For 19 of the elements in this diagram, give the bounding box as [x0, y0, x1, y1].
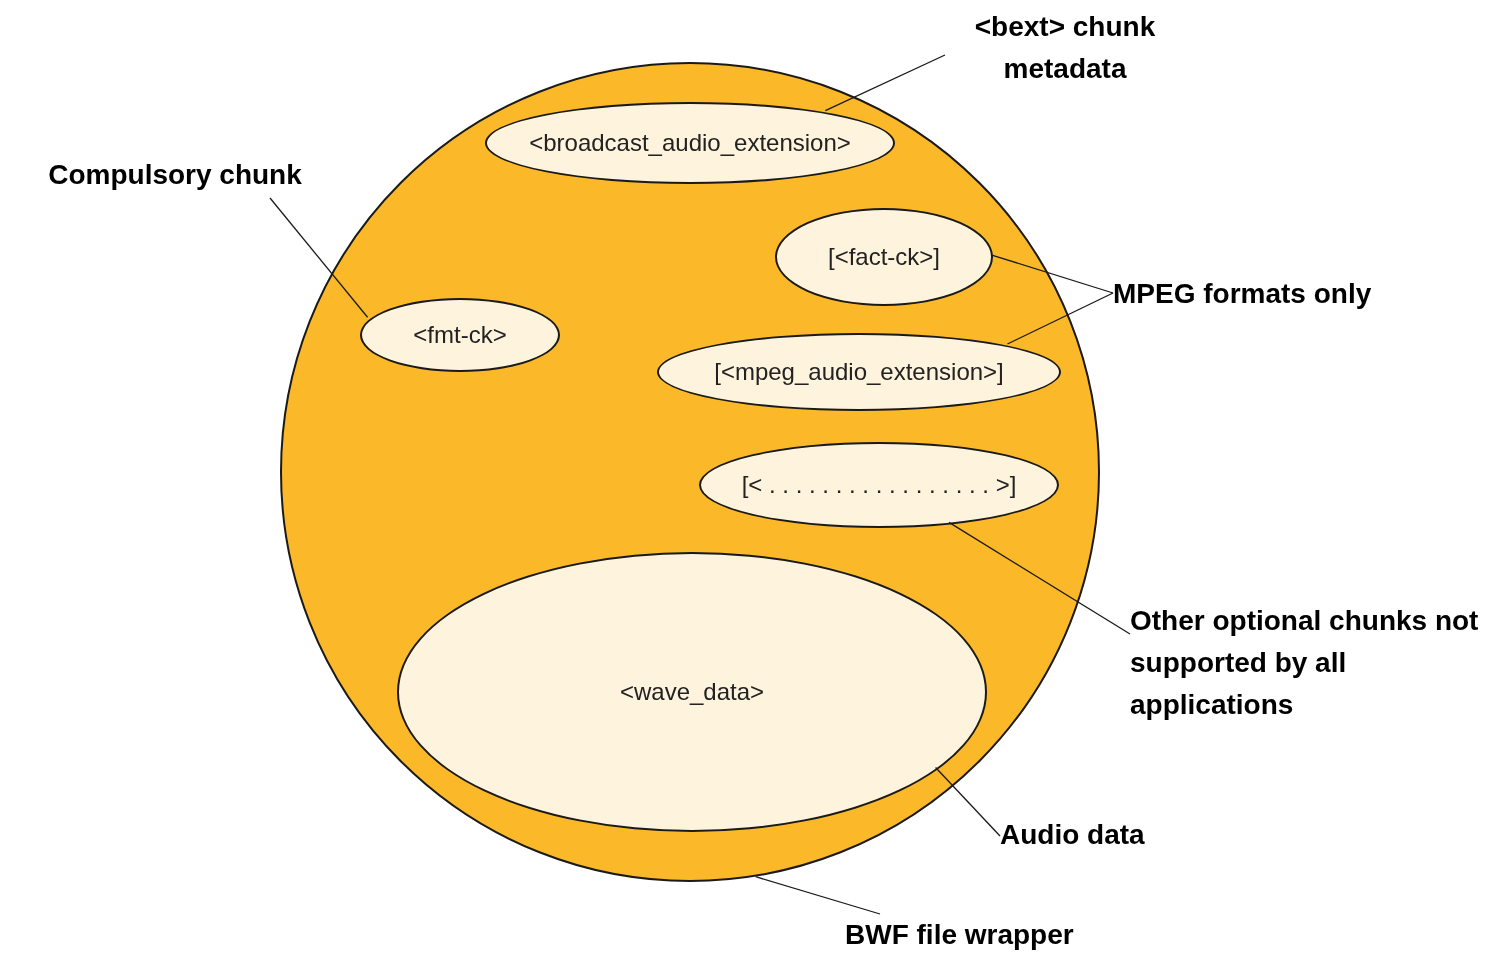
callout-label: <bext> chunk metadata — [945, 6, 1185, 90]
chunk-ellipse: <wave_data> — [397, 552, 987, 832]
chunk-ellipse: [<mpeg_audio_extension>] — [657, 333, 1061, 411]
callout-label: Audio data — [1000, 814, 1190, 858]
chunk-ellipse: <broadcast_audio_extension> — [485, 102, 895, 184]
chunk-ellipse: <fmt-ck> — [360, 298, 560, 372]
callout-label: Other optional chunks not supported by all applications — [1130, 600, 1485, 728]
chunk-ellipse: [< . . . . . . . . . . . . . . . . . >] — [699, 442, 1059, 528]
chunk-ellipse: [<fact-ck>] — [775, 208, 993, 306]
leader-line — [1006, 292, 1114, 345]
leader-line — [824, 54, 946, 112]
leader-line — [990, 254, 1114, 294]
leader-line — [269, 197, 369, 318]
callout-label: MPEG formats only — [1113, 273, 1423, 315]
callout-label: BWF file wrapper — [845, 914, 1135, 953]
leader-line — [755, 876, 881, 915]
leader-line — [934, 766, 1001, 837]
leader-line — [948, 521, 1131, 635]
callout-label: Compulsory chunk — [15, 154, 335, 198]
